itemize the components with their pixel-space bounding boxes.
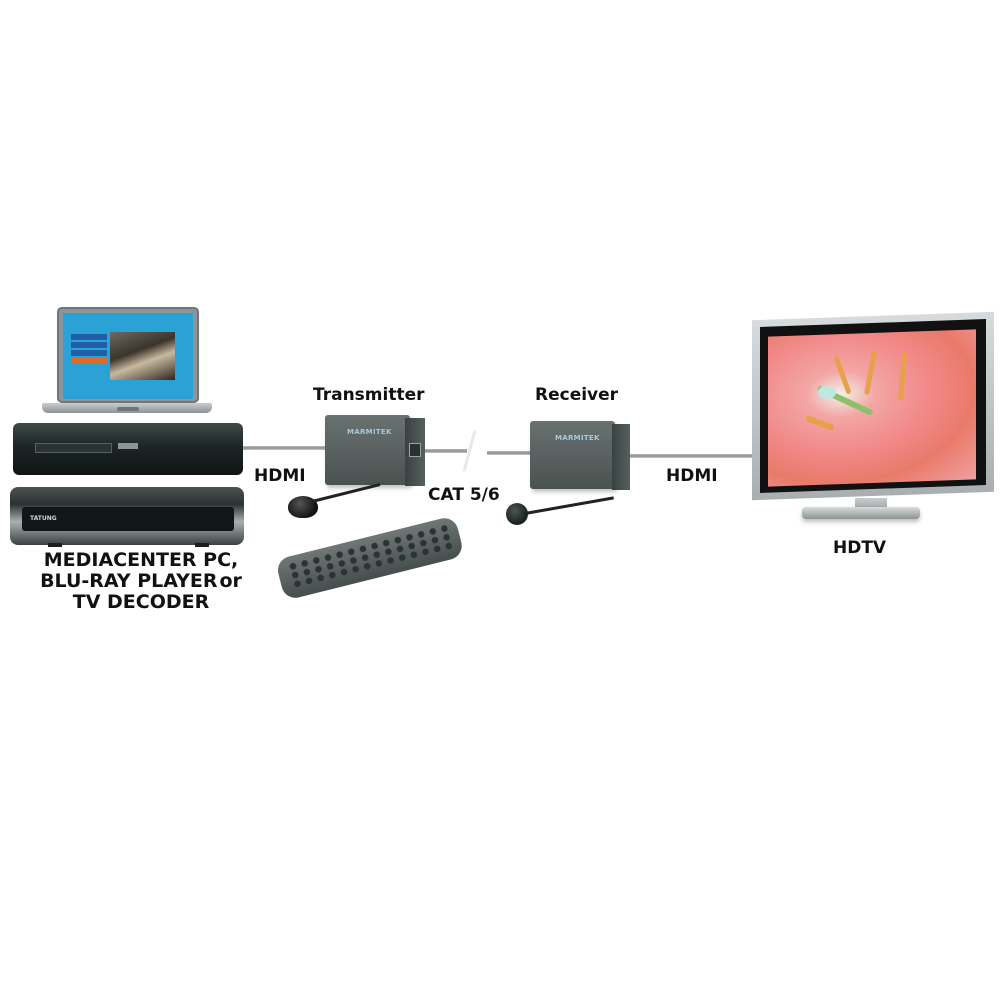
receiver-body [530, 421, 615, 489]
laptop-menu-item [71, 342, 107, 348]
ir-sensor-receiver [506, 503, 528, 525]
remote-buttons [286, 523, 454, 591]
decoder-brand-label: TATUNG [30, 515, 57, 522]
transmitter-label: Transmitter [313, 385, 425, 405]
receiver-label: Receiver [535, 385, 619, 405]
source-label-line1: MEDIACENTER PC, [43, 549, 239, 571]
rj45-port-icon [409, 443, 421, 457]
laptop-menu-item [71, 350, 107, 356]
laptop-menu-item [71, 334, 107, 340]
source-label-line3: TV DECODER [72, 591, 210, 613]
laptop-menu-item-active [71, 358, 107, 364]
hdmi-label-right: HDMI [666, 466, 718, 486]
flower-pistil-tip [818, 386, 836, 399]
ir-wire-transmitter [311, 483, 381, 503]
laptop-photo [110, 332, 175, 380]
blu-ray-logo [118, 443, 138, 449]
blu-ray-disc-tray [35, 443, 112, 453]
ir-sensor-transmitter [288, 496, 318, 518]
cat-cable-receiver-side [487, 451, 532, 455]
decoder-front-panel [22, 507, 234, 531]
transmitter-brand-logo: MARMITEK [347, 428, 392, 436]
receiver-brand-logo: MARMITEK [555, 434, 600, 442]
cat-cable-label: CAT 5/6 [428, 485, 500, 505]
laptop-trackpad [117, 407, 139, 411]
decoder-foot [48, 543, 62, 547]
transmitter-body [325, 415, 410, 485]
remote-control [275, 515, 465, 601]
cat-cable-transmitter-side [425, 449, 467, 453]
hdtv-stand-foot [802, 507, 920, 519]
decoder-foot [195, 543, 209, 547]
receiver-side [612, 424, 630, 490]
hdmi-cable-receiver-to-hdtv [630, 454, 752, 458]
ir-wire-receiver [524, 496, 614, 515]
hdmi-cable-source-to-transmitter [243, 446, 325, 450]
hdmi-label-left: HDMI [254, 466, 306, 486]
hdtv-label: HDTV [833, 538, 887, 558]
